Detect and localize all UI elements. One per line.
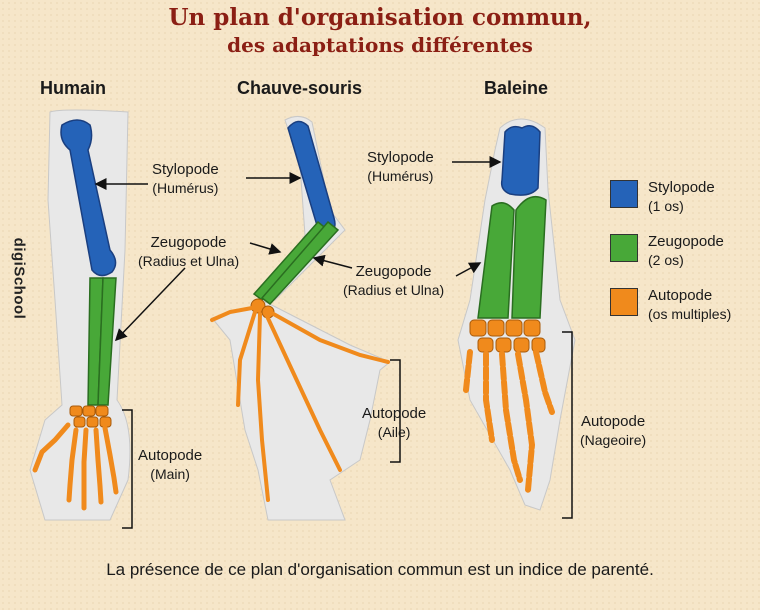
title-line-1: Un plan d'organisation commun, [168,4,592,31]
legend-item-zeugopode: Zeugopode (2 os) [610,232,755,278]
label-bat-zeugopode-sub: (Radius et Ulna) [343,282,445,298]
legend-text-zeugopode: Zeugopode (2 os) [648,232,724,270]
arrow-bat-zeugopode [249,242,282,255]
label-human-zeugopode-sub: (Radius et Ulna) [138,253,240,269]
bracket-bat-autopode [390,359,401,463]
heading-human: Humain [40,78,107,98]
label-human-autopode-name: Autopode [138,447,203,464]
arrow-bat-zeugopode-right [312,254,353,269]
label-bat-zeugopode-name: Zeugopode [355,263,432,280]
legend-swatch-autopode [610,288,638,316]
label-human-stylopode: Stylopode (Humérus) [152,160,219,198]
label-bat-autopode-sub: (Aile) [377,424,411,440]
bracket-whale-autopode [562,331,573,519]
arrow-whale-zeugopode [455,262,482,277]
label-bat-autopode-name: Autopode [362,405,427,422]
bat-limb [210,116,391,521]
legend-swatch-zeugopode [610,234,638,262]
label-bat-autopode: Autopode (Aile) [362,404,426,442]
legend-text-stylopode: Stylopode (1 os) [648,178,715,216]
label-human-stylopode-sub: (Humérus) [152,180,219,196]
heading-bat: Chauve-souris [237,78,363,98]
legend-sub-autopode: (os multiples) [648,306,732,322]
legend-item-stylopode: Stylopode (1 os) [610,178,755,224]
label-human-zeugopode: Zeugopode (Radius et Ulna) [138,233,239,271]
label-bat-zeugopode: Zeugopode (Radius et Ulna) [343,262,444,300]
legend-sub-zeugopode: (2 os) [648,252,684,268]
footer-caption: La présence de ce plan d'organisation co… [106,560,654,579]
legend-label-stylopode: Stylopode [648,179,715,196]
legend-item-autopode: Autopode (os multiples) [610,286,755,332]
legend-text-autopode: Autopode (os multiples) [648,286,731,324]
bracket-human-autopode [122,409,133,529]
label-human-autopode: Autopode (Main) [138,446,202,484]
arrow-human-zeugopode [114,267,186,342]
legend-sub-stylopode: (1 os) [648,198,684,214]
legend-label-zeugopode: Zeugopode [648,233,724,250]
title-line-2: des adaptations différentes [227,33,533,57]
label-bat-stylopode: Stylopode (Humérus) [367,148,434,186]
label-whale-autopode-name: Autopode [580,413,646,430]
heading-whale: Baleine [484,78,549,98]
whale-limb [457,118,576,511]
legend-label-autopode: Autopode [648,287,713,304]
label-bat-stylopode-name: Stylopode [367,149,434,166]
legend-swatch-stylopode [610,180,638,208]
label-whale-autopode: Autopode (Nageoire) [580,412,646,450]
label-human-stylopode-name: Stylopode [152,161,219,178]
human-limb [29,109,131,521]
label-whale-autopode-sub: (Nageoire) [580,432,647,448]
label-human-autopode-sub: (Main) [150,466,190,482]
label-bat-stylopode-sub: (Humérus) [367,168,434,184]
label-human-zeugopode-name: Zeugopode [150,234,227,251]
